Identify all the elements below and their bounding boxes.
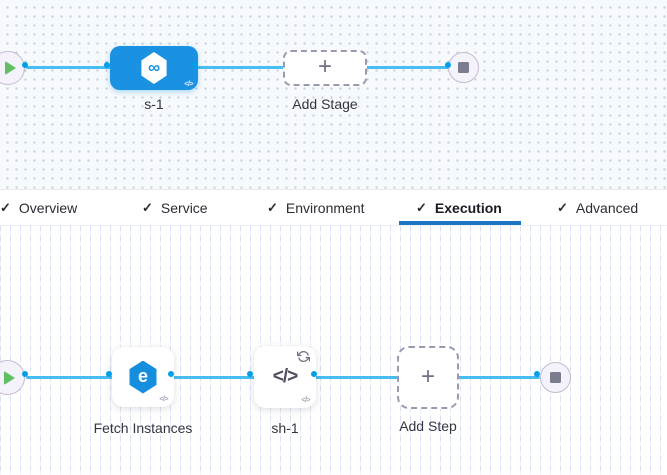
connector-dot — [534, 371, 540, 377]
tab-environment[interactable]: ✓ Environment — [267, 190, 365, 225]
script-icon: </> — [272, 366, 299, 387]
tab-label: Advanced — [575, 199, 639, 216]
plus-icon: + — [420, 362, 435, 390]
execution-graph-canvas: e </> </> </> + Fetch I — [0, 226, 667, 475]
execution-start-node — [0, 360, 25, 395]
tab-label: Environment — [285, 199, 365, 216]
check-icon: ✓ — [557, 199, 568, 215]
stage-label: s-1 — [144, 96, 164, 112]
connector-dot — [106, 371, 112, 377]
check-icon: ✓ — [267, 199, 278, 215]
tab-execution[interactable]: ✓ Execution — [416, 190, 502, 225]
add-stage-label: Add Stage — [292, 96, 358, 112]
play-icon — [4, 61, 16, 75]
stage-config-tabbar: ✓ Overview ✓ Service ✓ Environment ✓ Exe… — [0, 189, 667, 226]
tab-label: Service — [160, 199, 208, 216]
play-icon — [4, 370, 15, 385]
add-step-label: Add Step — [399, 418, 457, 434]
pipeline-start-node — [0, 51, 25, 85]
connector-dot — [168, 371, 174, 377]
connector-dot — [445, 62, 451, 68]
pipeline-end-node — [448, 52, 479, 83]
check-icon: ✓ — [142, 199, 153, 215]
stage-edge — [26, 66, 452, 69]
execution-end-node — [540, 362, 571, 393]
connector-dot — [311, 371, 317, 377]
add-stage-button[interactable]: + — [283, 50, 367, 86]
stop-icon — [458, 62, 469, 73]
code-view-badge-icon: </> — [159, 396, 168, 403]
tab-advanced[interactable]: ✓ Advanced — [557, 190, 638, 225]
add-step-button[interactable]: + — [397, 346, 459, 409]
looping-strategy-icon — [296, 350, 311, 368]
tab-label: Execution — [434, 199, 502, 216]
plus-icon: + — [317, 53, 332, 80]
tab-overview[interactable]: ✓ Overview — [0, 190, 77, 225]
infinity-icon: ∞ — [147, 58, 161, 77]
check-icon: ✓ — [0, 199, 11, 215]
step-label: Fetch Instances — [93, 420, 193, 436]
deployment-stage-icon: ∞ — [141, 52, 167, 84]
step-node-sh-1[interactable]: </> </> — [254, 346, 316, 408]
elastigroup-icon: e — [129, 360, 157, 394]
code-view-badge-icon: </> — [301, 397, 310, 404]
check-icon: ✓ — [416, 199, 427, 215]
connector-dot — [192, 62, 198, 68]
stop-icon — [550, 372, 561, 383]
connector-dot — [22, 371, 28, 377]
connector-dot — [22, 62, 28, 68]
step-label: sh-1 — [271, 420, 299, 436]
active-tab-indicator — [399, 221, 521, 225]
connector-dot — [104, 62, 110, 68]
tab-service[interactable]: ✓ Service — [142, 190, 208, 225]
step-node-fetch-instances[interactable]: e </> — [112, 347, 174, 407]
connector-dot — [247, 371, 253, 377]
stage-node-s-1[interactable]: ∞ </> — [110, 46, 198, 90]
tab-label: Overview — [18, 199, 78, 216]
stage-graph-canvas: ∞ </> + s-1 Add Stage — [0, 0, 667, 189]
code-view-badge-icon: </> — [184, 81, 193, 88]
